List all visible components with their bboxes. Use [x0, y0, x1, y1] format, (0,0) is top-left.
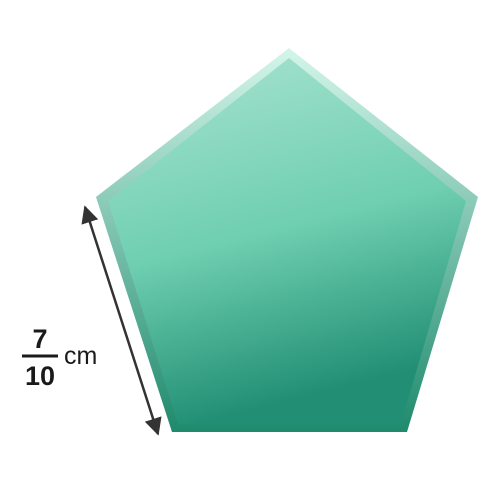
pentagon-face: [108, 58, 466, 424]
side-length-label: 7 10 cm: [22, 324, 97, 391]
unit-label: cm: [64, 342, 97, 370]
fraction-numerator: 7: [32, 324, 47, 354]
side-length-arrow: [81, 205, 162, 436]
fraction-denominator: 10: [25, 361, 55, 391]
